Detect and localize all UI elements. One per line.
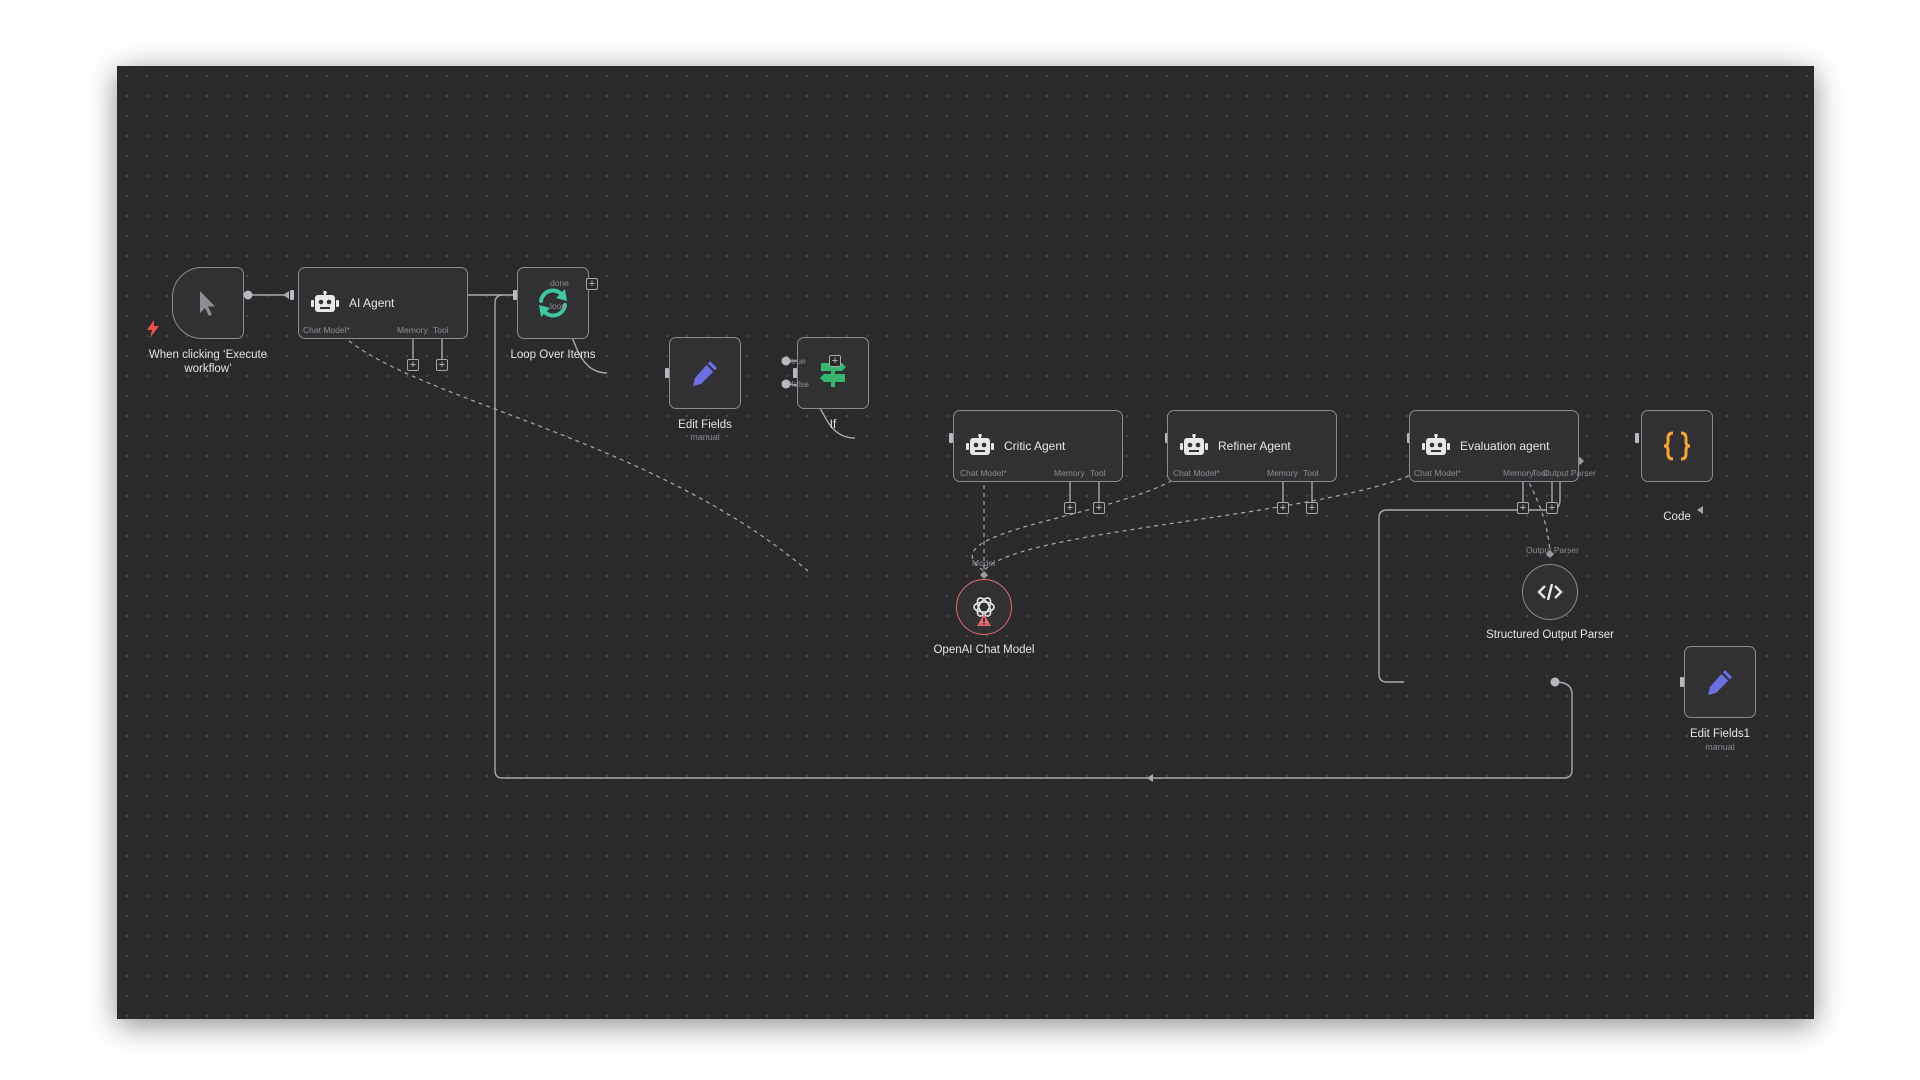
add-memory-button[interactable]: + xyxy=(1064,502,1076,514)
ai-agent-port-chat-model: Chat Model* xyxy=(303,325,350,335)
if-output-false: false xyxy=(791,379,809,389)
openai-icon xyxy=(973,597,995,617)
add-tool-button[interactable]: + xyxy=(436,359,448,371)
evaluation-port-output-parser: Output Parser xyxy=(1543,468,1596,478)
add-done-branch-button[interactable]: + xyxy=(586,278,598,290)
add-tool-button[interactable]: + xyxy=(1306,502,1318,514)
robot-icon xyxy=(311,291,339,312)
openai-label: OpenAI Chat Model xyxy=(933,644,1035,656)
add-tool-button[interactable]: + xyxy=(1546,502,1558,514)
code-label: Code xyxy=(1663,511,1691,523)
parser-label: Structured Output Parser xyxy=(1486,629,1614,641)
edit-fields-sub: manual xyxy=(690,432,720,442)
ai-agent-port-memory: Memory xyxy=(397,325,428,335)
refiner-port-tool: Tool xyxy=(1303,468,1319,478)
loop-label: Loop Over Items xyxy=(510,349,596,361)
evaluation-agent-node[interactable]: Evaluation agent xyxy=(1409,410,1579,482)
cursor-icon xyxy=(200,291,215,316)
parser-port-output-parser: Output Parser xyxy=(1526,545,1579,555)
add-memory-button[interactable]: + xyxy=(1517,502,1529,514)
edit-fields1-node[interactable] xyxy=(1684,646,1756,718)
edit-fields1-sub: manual xyxy=(1705,742,1735,752)
if-output-true: true xyxy=(791,356,806,366)
loop-over-items-node[interactable] xyxy=(517,267,589,339)
robot-icon xyxy=(1422,434,1450,455)
edit-fields1-label: Edit Fields1 xyxy=(1689,728,1751,740)
wire-edit1-loop xyxy=(494,294,1573,779)
robot-icon xyxy=(1180,434,1208,455)
critic-port-tool: Tool xyxy=(1090,468,1106,478)
evaluation-port-memory: Memory xyxy=(1503,468,1534,478)
critic-port-memory: Memory xyxy=(1054,468,1085,478)
refiner-port-chat-model: Chat Model* xyxy=(1173,468,1220,478)
ai-agent-port-tool: Tool xyxy=(433,325,449,335)
code-tag-icon xyxy=(1537,583,1563,601)
critic-port-chat-model: Chat Model* xyxy=(960,468,1007,478)
openai-chat-model-node[interactable] xyxy=(956,579,1012,635)
robot-icon xyxy=(966,434,994,455)
pencil-icon xyxy=(1708,670,1732,695)
critic-agent-node[interactable]: Critic Agent xyxy=(953,410,1123,482)
refresh-icon xyxy=(539,288,567,318)
if-node[interactable] xyxy=(797,337,869,409)
loop-output-done: done xyxy=(550,278,569,288)
lightning-icon xyxy=(147,320,159,338)
ai-agent-node[interactable]: AI Agent xyxy=(298,267,468,339)
if-label: If xyxy=(829,419,837,431)
add-memory-button[interactable]: + xyxy=(1277,502,1289,514)
refiner-agent-node[interactable]: Refiner Agent xyxy=(1167,410,1337,482)
loop-output-loop: loop xyxy=(550,301,567,311)
evaluation-agent-title: Evaluation agent xyxy=(1460,439,1550,453)
manual-trigger-node[interactable] xyxy=(172,267,244,339)
braces-icon xyxy=(1663,431,1691,461)
ai-agent-title: AI Agent xyxy=(349,296,395,310)
dashed-eval-model xyxy=(983,460,1438,572)
openai-port-model: Model xyxy=(972,558,996,568)
add-memory-button[interactable]: + xyxy=(407,359,419,371)
warning-icon xyxy=(977,614,991,626)
refiner-agent-title: Refiner Agent xyxy=(1218,439,1291,453)
edit-fields-label: Edit Fields xyxy=(678,419,732,431)
add-tool-button[interactable]: + xyxy=(1093,502,1105,514)
workflow-canvas[interactable]: When clicking ‘Execute workflow’ AI Agen… xyxy=(117,66,1814,1019)
add-true-branch-button[interactable]: + xyxy=(829,355,841,367)
connections-layer xyxy=(243,279,1703,782)
edit-fields-node[interactable] xyxy=(669,337,741,409)
structured-output-parser-node[interactable] xyxy=(1522,564,1578,620)
evaluation-port-tool: Tool xyxy=(1532,468,1548,478)
code-node[interactable] xyxy=(1641,410,1713,482)
evaluation-port-chat-model: Chat Model* xyxy=(1414,468,1461,478)
pencil-icon xyxy=(693,361,717,386)
critic-agent-title: Critic Agent xyxy=(1004,439,1066,453)
trigger-label: When clicking ‘Execute workflow’ xyxy=(148,349,268,375)
refiner-port-memory: Memory xyxy=(1267,468,1298,478)
